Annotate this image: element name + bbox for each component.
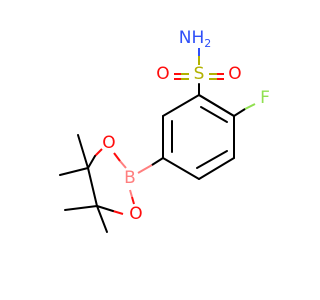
- bond-b-o4-b: [131, 196, 135, 205]
- bond-b-o4-a: [129, 189, 133, 198]
- atom-o2: O: [228, 64, 241, 84]
- bond-methyl-1: [77, 134, 89, 169]
- atom-nh2: NH2: [179, 28, 212, 50]
- atom-s: S: [194, 64, 205, 84]
- bond-c-c-ring: [87, 167, 98, 207]
- bond-c1-c2-dup: [198, 94, 235, 117]
- molecule-structure: S O O NH2 F B O O: [59, 28, 270, 233]
- bond-b-o3-b: [113, 152, 121, 162]
- bond-o4-c-a: [112, 210, 124, 215]
- bond-o3-c-b: [87, 155, 96, 169]
- bond-methyl-4: [96, 205, 108, 233]
- bond-o3-c-a: [94, 148, 103, 157]
- atom-o3: O: [102, 133, 115, 153]
- bond-c-f-a: [233, 108, 246, 117]
- bond-c3-c4: [198, 157, 235, 180]
- atom-o1: O: [156, 64, 169, 84]
- bond-o4-c-b: [96, 205, 114, 212]
- atom-o4: O: [129, 204, 142, 224]
- bond-methyl-3: [64, 205, 98, 211]
- bond-c1-c2-inner: [200, 106, 228, 123]
- atom-nh2-label: NH: [179, 28, 205, 48]
- bond-c-b-b: [137, 164, 153, 174]
- benzene-ring: [162, 94, 235, 180]
- bond-c3-c4-inner: [196, 150, 228, 169]
- atom-f: F: [260, 88, 270, 108]
- bond-methyl-2: [59, 167, 89, 176]
- atom-nh2-subscript: 2: [204, 37, 211, 50]
- bond-c-f-b: [244, 103, 256, 110]
- atom-b: B: [124, 168, 136, 188]
- bond-b-o3-a: [119, 160, 127, 169]
- bond-c-b-a: [151, 157, 164, 166]
- bond-c6-c1: [162, 94, 200, 117]
- bond-c4-c5: [162, 157, 200, 180]
